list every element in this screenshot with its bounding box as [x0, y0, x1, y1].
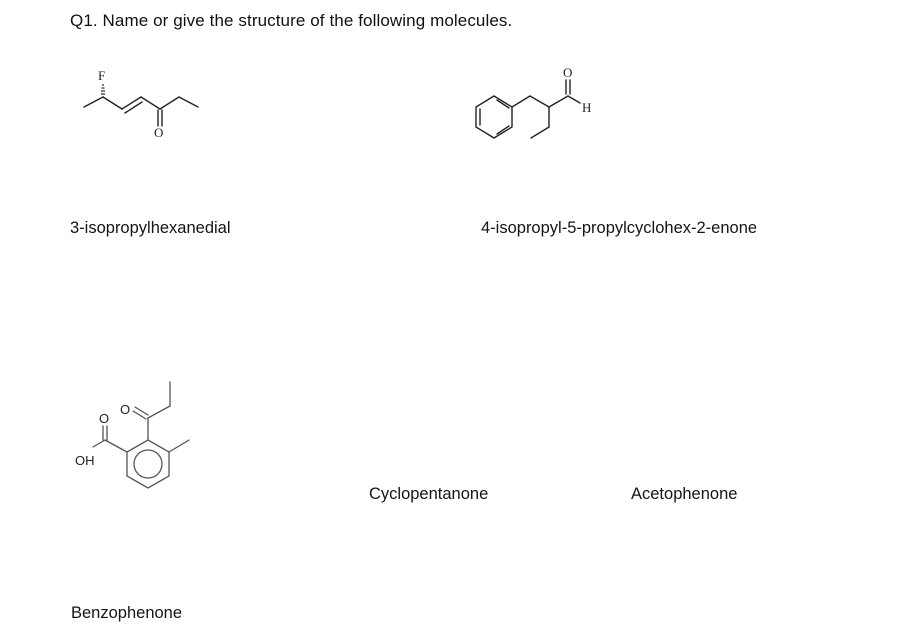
molecule-structure-1: F O [83, 68, 199, 140]
hydroxyl-label: OH [75, 453, 95, 468]
oxygen-label: O [154, 125, 163, 140]
oxygen-label: O [563, 65, 572, 80]
fluorine-label: F [98, 68, 105, 83]
ketone-oxygen-label: O [120, 402, 130, 417]
molecule-structure-2: O H [475, 65, 591, 139]
name-label-cyclopentanone: Cyclopentanone [369, 485, 489, 503]
name-label-acetophenone: Acetophenone [631, 485, 738, 503]
name-label-benzophenone: Benzophenone [71, 604, 183, 622]
acid-carbonyl-oxygen-label: O [99, 411, 109, 426]
name-label-3-isopropylhexanedial: 3-isopropylhexanedial [70, 219, 231, 237]
hydrogen-label: H [582, 100, 591, 115]
name-label-4-isopropyl-5-propylcyclohex-2-enone: 4-isopropyl-5-propylcyclohex-2-enone [481, 219, 758, 237]
question-title: Q1. Name or give the structure of the fo… [70, 11, 513, 30]
molecule-structure-3: O O OH [75, 381, 190, 489]
